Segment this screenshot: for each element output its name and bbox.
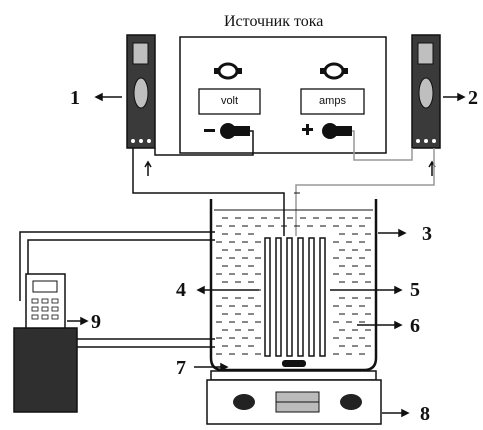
volt-knob — [214, 62, 242, 80]
label-8: 8 — [420, 403, 430, 425]
thermostat — [13, 273, 78, 413]
amps-display — [300, 88, 365, 115]
meter-2 — [411, 34, 441, 149]
positive-terminal — [302, 123, 352, 139]
volt-label: volt — [220, 95, 239, 107]
electrode-stack — [264, 236, 326, 357]
amps-label: amps — [319, 95, 346, 107]
electrolyte-liquid — [216, 217, 371, 355]
stir-bar — [282, 360, 306, 367]
label-3: 3 — [422, 223, 432, 245]
magnetic-stirrer — [206, 370, 382, 425]
label-2: 2 — [468, 87, 478, 109]
label-5: 5 — [410, 279, 420, 301]
label-4: 4 — [176, 279, 186, 301]
label-7: 7 — [176, 357, 186, 379]
label-9: 9 — [91, 311, 101, 333]
wire-negative — [132, 130, 285, 238]
meter-1 — [126, 34, 156, 149]
volt-display — [198, 88, 261, 115]
meter-1-up-arrow — [144, 160, 152, 176]
label-6: 6 — [410, 315, 420, 337]
label-1: 1 — [70, 87, 80, 109]
amps-knob — [320, 62, 348, 80]
negative-terminal — [204, 123, 250, 139]
wire-positive — [295, 130, 435, 238]
power-source-title: Источник тока — [224, 13, 324, 30]
beaker — [209, 199, 378, 372]
